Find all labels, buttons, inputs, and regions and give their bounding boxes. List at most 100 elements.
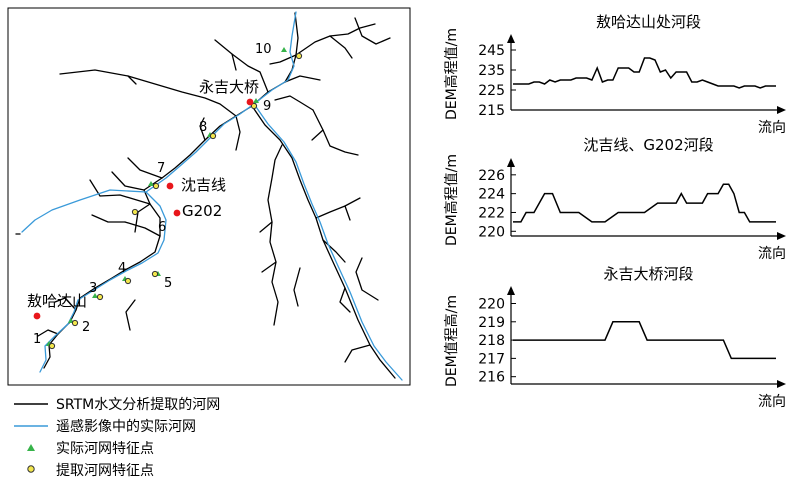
legend-label-extracted-point: 提取河网特征点 (56, 463, 154, 479)
place-label-yongji: 永吉大桥 (199, 78, 259, 96)
place-marker-aoha (33, 312, 41, 320)
point-number-7: 7 (157, 161, 165, 176)
point-number-5: 5 (164, 276, 172, 291)
srtm-tributary (127, 157, 163, 179)
legend-label-srtm: SRTM水文分析提取的河网 (56, 397, 220, 413)
place-label-aoha: 敖哈达山 (27, 292, 87, 310)
extracted-point-7 (152, 182, 160, 190)
y-tick-label: 224 (478, 187, 505, 203)
y-tick-label: 245 (478, 43, 505, 59)
place-label-g202: G202 (182, 202, 222, 220)
extracted-point-5 (151, 270, 159, 278)
y-tick-label: 218 (478, 333, 505, 349)
map-frame (7, 7, 411, 386)
srtm-tributary (274, 95, 314, 111)
elevation-chart-aoha: 敖哈达山处河段 245 235 225 215 DEM高程值/m 流向 (443, 13, 786, 136)
place-marker-shenji (166, 182, 174, 190)
actual-main-stream (39, 11, 297, 373)
chart-title: 敖哈达山处河段 (596, 13, 701, 31)
srtm-tributary (124, 221, 161, 237)
srtm-east-branch (251, 105, 396, 379)
point-number-2: 2 (82, 320, 90, 335)
y-tick-label: 216 (478, 370, 505, 386)
chart-title: 永吉大桥河段 (603, 265, 693, 283)
x-axis-arrow (777, 106, 786, 114)
srtm-tributary (344, 344, 371, 363)
map-legend: SRTM水文分析提取的河网 遥感影像中的实际河网 实际河网特征点 提取河网特征点 (14, 397, 220, 479)
point-number-9: 9 (263, 99, 271, 114)
srtm-tributary (54, 297, 77, 311)
legend-label-actual: 遥感影像中的实际河网 (56, 418, 196, 435)
y-axis-arrow (507, 158, 515, 167)
y-tick-label: 219 (478, 315, 505, 331)
srtm-tributary (311, 129, 324, 141)
y-axis-arrow (507, 286, 515, 295)
actual-point-3 (92, 293, 98, 298)
srtm-tributary (37, 329, 59, 337)
legend-label-actual-point: 实际河网特征点 (56, 441, 154, 457)
extracted-point-9 (250, 102, 258, 110)
elevation-charts: 敖哈达山处河段245235225215DEM高程值/m流向沈吉线、G202河段2… (443, 13, 786, 410)
srtm-tributary (293, 267, 301, 307)
extracted-point-4 (124, 277, 132, 285)
point-number-10: 10 (255, 42, 272, 57)
place-marker-g202 (173, 209, 181, 217)
y-axis-label: DEM高程值/m (443, 28, 460, 120)
srtm-tributary (267, 144, 283, 326)
elevation-series-line (513, 57, 776, 89)
legend-symbol-yellow-circle (27, 465, 35, 473)
x-axis-arrow (777, 232, 786, 240)
place-marker-yongji (246, 98, 254, 106)
elevation-series-line (513, 321, 776, 360)
elevation-series-line (513, 183, 776, 223)
srtm-tributary (284, 75, 321, 83)
srtm-tributary (89, 179, 151, 205)
x-axis-label: 流向 (758, 120, 786, 136)
srtm-tributary (59, 69, 237, 117)
y-tick-label: 220 (478, 224, 505, 240)
extracted-point-6 (131, 208, 139, 216)
extracted-point-10 (295, 52, 303, 60)
extracted-point-1 (48, 342, 56, 350)
place-label-shenji: 沈吉线 (181, 176, 226, 194)
y-axis-arrow (507, 34, 515, 43)
actual-west-branch (21, 189, 147, 233)
srtm-tributary (235, 115, 241, 151)
srtm-tributary (125, 299, 136, 331)
actual-river-network (21, 11, 403, 381)
y-tick-label: 217 (478, 351, 505, 367)
y-tick-label: 226 (478, 168, 505, 184)
srtm-tributary (269, 54, 297, 65)
y-tick-label: 235 (478, 63, 505, 79)
y-axis-label: DEM高程值/m (443, 154, 460, 246)
srtm-tributary (261, 261, 277, 273)
y-axis-label: DEM值程高/m (443, 295, 460, 387)
extracted-point-2 (71, 319, 79, 327)
place-markers (33, 98, 254, 320)
y-tick-label: 215 (478, 103, 505, 119)
actual-point-10 (281, 47, 287, 52)
point-number-8: 8 (199, 120, 207, 135)
srtm-tributary (111, 171, 145, 191)
x-axis-arrow (777, 380, 786, 388)
srtm-tributary (199, 117, 206, 141)
elevation-chart-yongji: 永吉大桥河段 220 219 218 217 216 DEM值程高/m 流向 (443, 265, 786, 410)
river-map: 永吉大桥 沈吉线 G202 敖哈达山 1 2 3 4 5 6 7 8 9 10 (7, 7, 411, 386)
y-tick-label: 225 (478, 83, 505, 99)
point-number-4: 4 (118, 261, 126, 276)
srtm-tributary (231, 53, 237, 71)
actual-point-7 (148, 181, 154, 186)
srtm-tributary (127, 75, 137, 85)
srtm-tributary (295, 23, 376, 56)
y-tick-label: 220 (478, 296, 505, 312)
extracted-point-8 (209, 132, 217, 140)
srtm-tributary (214, 39, 269, 93)
srtm-tributary (339, 287, 351, 313)
actual-point-9 (253, 98, 259, 103)
srtm-tributary (344, 205, 351, 221)
x-axis-label: 流向 (758, 394, 786, 410)
chart-title: 沈吉线、G202河段 (583, 136, 713, 154)
x-axis-label: 流向 (758, 246, 786, 262)
